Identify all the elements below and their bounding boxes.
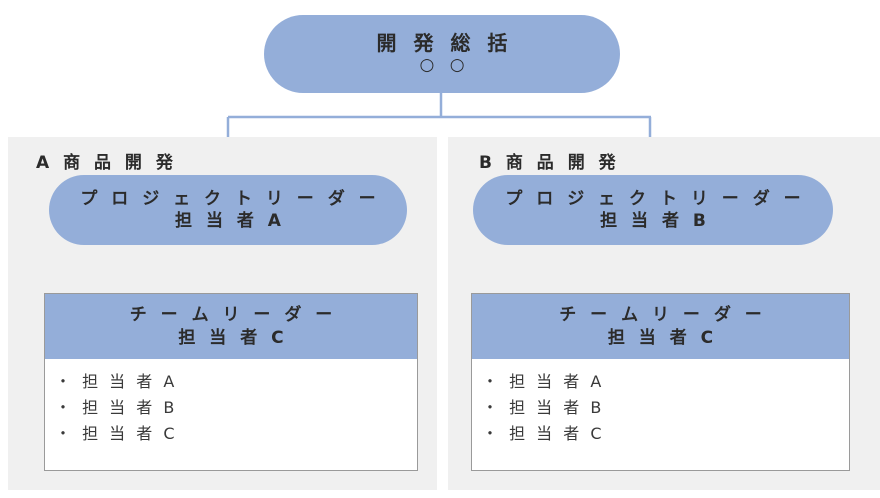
root-node-subtitle: ○ ○ [419,55,470,76]
project-leader-b-person: 担 当 者 B [600,211,710,231]
list-item: ・ 担 当 者 C [55,423,178,443]
list-item: ・ 担 当 者 C [482,423,605,443]
list-item: ・ 担 当 者 A [482,372,605,391]
root-node-title: 開 発 総 括 [376,31,513,56]
team-table-a[interactable]: チ ー ム リ ー ダ ー 担 当 者 C ・ 担 当 者 A ・ 担 当 者 … [44,293,418,471]
department-panel-a[interactable]: A 商 品 開 発 プ ロ ジ ェ ク ト リ ー ダ ー 担 当 者 A チ … [8,137,437,490]
department-panel-b-title: B 商 品 開 発 [479,153,620,173]
team-member-list-a: ・ 担 当 者 A ・ 担 当 者 B ・ 担 当 者 C [45,359,417,447]
project-leader-node-a[interactable]: プ ロ ジ ェ ク ト リ ー ダ ー 担 当 者 A [49,175,407,245]
team-leader-header-b: チ ー ム リ ー ダ ー 担 当 者 C [472,294,849,359]
team-leader-b-role: チ ー ム リ ー ダ ー [559,305,766,326]
project-leader-a-role: プ ロ ジ ェ ク ト リ ー ダ ー [80,188,380,209]
list-item: ・ 担 当 者 A [55,372,178,391]
department-panel-b[interactable]: B 商 品 開 発 プ ロ ジ ェ ク ト リ ー ダ ー 担 当 者 B チ … [448,137,880,490]
project-leader-node-b[interactable]: プ ロ ジ ェ ク ト リ ー ダ ー 担 当 者 B [473,175,833,245]
project-leader-b-role: プ ロ ジ ェ ク ト リ ー ダ ー [505,188,805,209]
project-leader-a-person: 担 当 者 A [175,211,285,231]
team-leader-a-role: チ ー ム リ ー ダ ー [129,305,337,326]
team-member-list-b: ・ 担 当 者 A ・ 担 当 者 B ・ 担 当 者 C [472,359,849,447]
department-panel-a-title: A 商 品 開 発 [36,153,177,173]
team-leader-a-person: 担 当 者 C [178,327,288,348]
root-node-development-oversight[interactable]: 開 発 総 括 ○ ○ [264,15,620,93]
team-table-b[interactable]: チ ー ム リ ー ダ ー 担 当 者 C ・ 担 当 者 A ・ 担 当 者 … [471,293,850,471]
list-item: ・ 担 当 者 B [482,397,605,417]
list-item: ・ 担 当 者 B [55,397,178,417]
team-leader-header-a: チ ー ム リ ー ダ ー 担 当 者 C [45,294,417,359]
team-leader-b-person: 担 当 者 C [607,327,718,348]
